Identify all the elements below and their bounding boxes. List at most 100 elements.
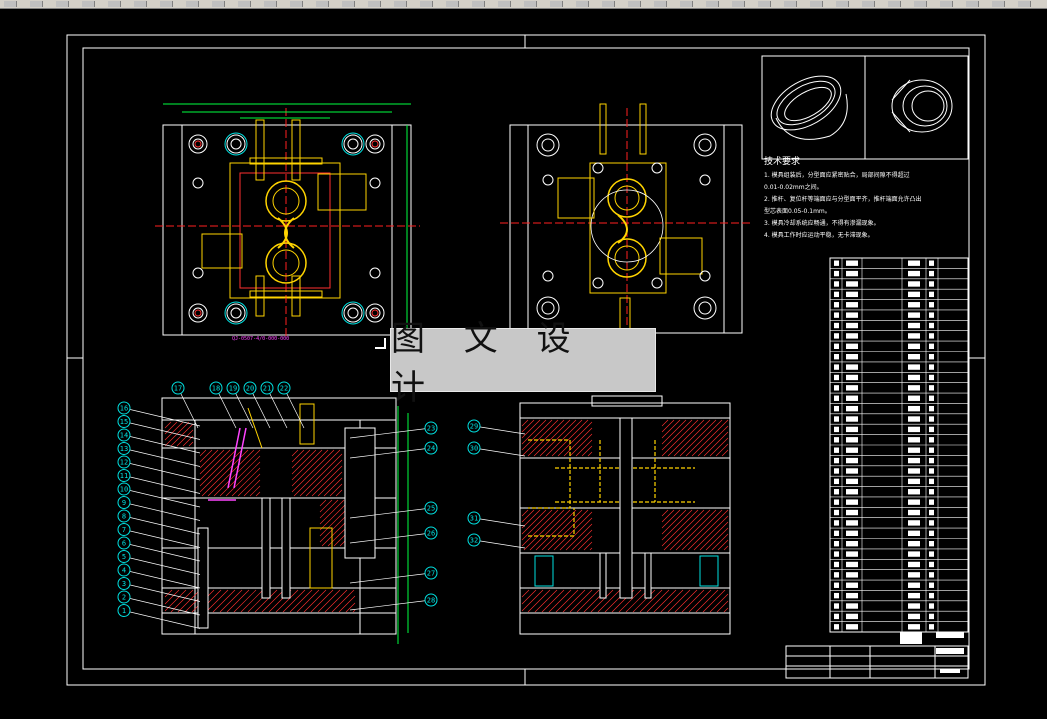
toolbar-button[interactable] <box>82 1 95 7</box>
bom-cell-text <box>929 374 934 381</box>
bom-cell-text <box>834 395 839 401</box>
toolbar-button[interactable] <box>212 1 225 7</box>
toolbar-button[interactable] <box>524 1 537 7</box>
bom-cell-text <box>929 478 934 485</box>
part-balloon-label: 7 <box>122 526 126 534</box>
watermark-label: 图 文 设 计 <box>390 319 656 408</box>
bom-cell-text <box>908 447 920 453</box>
bom-cell-text <box>846 416 858 422</box>
toolbar-button[interactable] <box>550 1 563 7</box>
bom-cell-text <box>846 457 858 464</box>
bom-cell-text <box>908 530 920 536</box>
toolbar-button[interactable] <box>446 1 459 7</box>
part-balloon <box>424 441 438 455</box>
toolbar-button[interactable] <box>498 1 511 7</box>
bom-cell-text <box>908 405 920 412</box>
bom-cell-text <box>846 395 858 401</box>
cad-toolbar <box>0 0 1047 9</box>
bom-cell-text <box>929 270 934 277</box>
toolbar-button[interactable] <box>160 1 173 7</box>
bom-cell-text <box>929 509 934 516</box>
toolbar-button[interactable] <box>394 1 407 7</box>
bom-cell-text <box>929 395 934 401</box>
toolbar-button[interactable] <box>914 1 927 7</box>
toolbar-button[interactable] <box>966 1 979 7</box>
toolbar-button[interactable] <box>732 1 745 7</box>
toolbar-button[interactable] <box>836 1 849 7</box>
toolbar-button[interactable] <box>368 1 381 7</box>
toolbar-button[interactable] <box>4 1 17 7</box>
product-views <box>761 55 969 160</box>
toolbar-button[interactable] <box>30 1 43 7</box>
bom-cell-text <box>834 416 839 422</box>
toolbar-button[interactable] <box>940 1 953 7</box>
bom-cell-text <box>834 385 839 391</box>
bom-cell-text <box>846 291 858 298</box>
bom-cell-text <box>834 561 839 568</box>
drawing-outer-frame <box>66 34 986 686</box>
toolbar-button[interactable] <box>186 1 199 7</box>
part-balloon <box>424 526 438 540</box>
part-balloon <box>117 482 131 496</box>
title-block <box>785 632 969 679</box>
bom-cell-text <box>908 291 920 298</box>
bom-cell-text <box>834 291 839 298</box>
part-balloon <box>424 566 438 580</box>
bom-cell-text <box>908 592 920 599</box>
toolbar-button[interactable] <box>680 1 693 7</box>
part-balloon <box>117 563 131 577</box>
toolbar-button[interactable] <box>992 1 1005 7</box>
toolbar-button[interactable] <box>420 1 433 7</box>
toolbar-button[interactable] <box>238 1 251 7</box>
toolbar-button[interactable] <box>316 1 329 7</box>
part-balloon <box>467 511 481 525</box>
part-balloon <box>424 421 438 435</box>
part-balloon-label: 13 <box>120 445 128 453</box>
toolbar-button[interactable] <box>784 1 797 7</box>
bom-cell-text <box>908 426 920 433</box>
bom-cell-text <box>908 551 920 557</box>
toolbar-button[interactable] <box>472 1 485 7</box>
toolbar-button[interactable] <box>108 1 121 7</box>
bom-cell-text <box>908 509 920 516</box>
toolbar-button[interactable] <box>654 1 667 7</box>
toolbar-button[interactable] <box>264 1 277 7</box>
bom-cell-text <box>834 260 839 266</box>
part-balloon-label: 22 <box>280 385 288 393</box>
bom-cell-text <box>846 437 858 443</box>
part-balloon <box>117 509 131 523</box>
part-balloon <box>467 533 481 547</box>
part-balloon-label: 19 <box>229 385 237 393</box>
bom-cell-text <box>846 312 858 318</box>
bom-cell-text <box>908 374 920 381</box>
bom-cell-text <box>929 405 934 412</box>
bom-cell-text <box>929 561 934 568</box>
bom-cell-text <box>929 582 934 588</box>
toolbar-button[interactable] <box>706 1 719 7</box>
part-balloon <box>117 496 131 509</box>
toolbar-button[interactable] <box>758 1 771 7</box>
part-balloon <box>424 593 438 607</box>
toolbar-button[interactable] <box>576 1 589 7</box>
toolbar-button[interactable] <box>628 1 641 7</box>
toolbar-button[interactable] <box>1018 1 1031 7</box>
bom-cell-text <box>929 416 934 422</box>
toolbar-button[interactable] <box>862 1 875 7</box>
toolbar-button[interactable] <box>602 1 615 7</box>
cad-drawing-canvas[interactable]: 1615141312111098765432117181920212223242… <box>0 8 1047 719</box>
bom-cell-text <box>929 437 934 443</box>
toolbar-button[interactable] <box>810 1 823 7</box>
toolbar-button[interactable] <box>342 1 355 7</box>
bom-cell-text <box>929 343 934 349</box>
part-balloon-label: 25 <box>427 505 435 513</box>
toolbar-button[interactable] <box>888 1 901 7</box>
toolbar-button[interactable] <box>56 1 69 7</box>
bom-cell-text <box>846 530 858 536</box>
toolbar-button[interactable] <box>134 1 147 7</box>
toolbar-button[interactable] <box>290 1 303 7</box>
bom-cell-text <box>846 426 858 433</box>
bom-cell-text <box>846 624 858 630</box>
part-balloon <box>117 401 131 415</box>
bom-cell-text <box>929 312 934 318</box>
